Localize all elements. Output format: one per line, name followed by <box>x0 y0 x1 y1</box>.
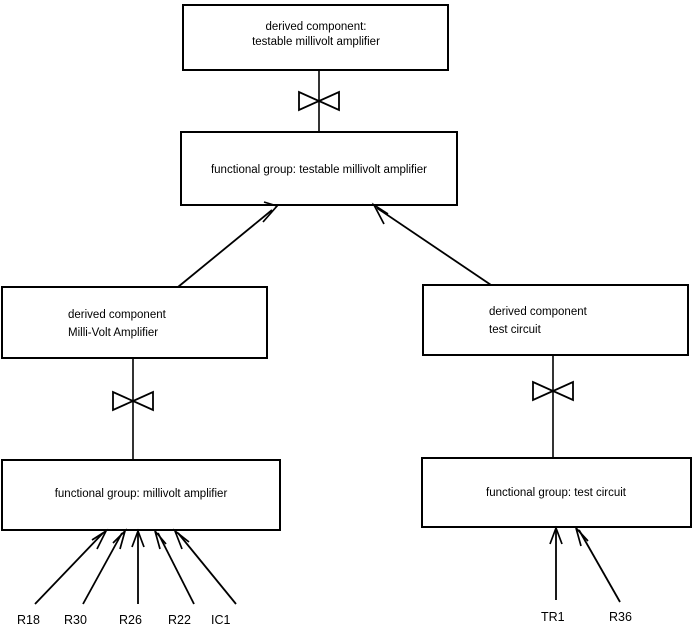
top-derived-component-label-line2: testable millivolt amplifier <box>252 36 380 48</box>
right-derived-component-label-line1: derived component <box>489 306 588 318</box>
leaf-arrow-r22-line <box>157 532 195 605</box>
leaf-label-tr1: TR1 <box>541 610 565 624</box>
connector-top-refinement <box>298 70 340 132</box>
leaf-label-r36: R36 <box>609 610 632 624</box>
arrow-right-derived-line <box>376 207 495 288</box>
arrow-left-derived-head-icon <box>262 201 279 223</box>
leaf-label-r18: R18 <box>17 613 40 627</box>
right-derived-component-label-line2: test circuit <box>489 324 542 336</box>
leaf-label-ic1: IC1 <box>211 613 231 627</box>
leaf-arrow-r18-head-icon <box>91 528 109 550</box>
node-right-functional-group[interactable]: functional group: test circuit <box>421 457 692 528</box>
right-bowtie-left-triangle-icon <box>532 380 556 402</box>
left-functional-group-box[interactable] <box>1 459 281 531</box>
top-bowtie-left-triangle-icon <box>298 90 322 112</box>
top-bowtie-right-triangle-icon <box>316 90 340 112</box>
top-functional-group-label: functional group: testable millivolt amp… <box>211 164 427 176</box>
leaf-arrow-r30-head-icon <box>112 528 127 550</box>
arrow-left-derived-line <box>177 209 273 288</box>
node-left-derived-component[interactable]: derived component Milli-Volt Amplifier <box>1 286 268 359</box>
top-functional-group-box[interactable] <box>180 131 458 206</box>
leaf-label-r30: R30 <box>64 613 87 627</box>
arrow-left-derived-to-top-group <box>177 201 279 288</box>
leaf-arrow-tr1 <box>549 525 563 600</box>
right-derived-component-box[interactable] <box>422 284 689 356</box>
arrow-right-derived-to-top-group <box>371 202 495 288</box>
leaf-arrow-ic1-head-icon <box>173 528 190 550</box>
leaf-arrow-r26 <box>131 528 145 604</box>
left-derived-component-label-line2: Milli-Volt Amplifier <box>68 327 158 339</box>
leaf-arrow-r22 <box>154 530 195 605</box>
leaf-arrow-r36-head-icon <box>575 527 589 547</box>
connector-right-refinement <box>532 355 574 458</box>
leaf-arrow-ic1 <box>173 528 237 605</box>
left-bowtie-left-triangle-icon <box>112 390 136 412</box>
left-bowtie-right-triangle-icon <box>130 390 154 412</box>
right-functional-group-label: functional group: test circuit <box>486 487 627 499</box>
leaf-label-r22: R22 <box>168 613 191 627</box>
node-left-functional-group[interactable]: functional group: millivolt amplifier <box>1 459 281 531</box>
node-top-functional-group[interactable]: functional group: testable millivolt amp… <box>180 131 458 206</box>
node-top-derived-component[interactable]: derived component: testable millivolt am… <box>182 4 449 71</box>
leaf-arrow-r18 <box>34 528 109 605</box>
leaf-arrow-r36-line <box>578 529 621 603</box>
leaf-label-r26: R26 <box>119 613 142 627</box>
node-right-derived-component[interactable]: derived component test circuit <box>422 284 689 356</box>
connector-left-refinement <box>112 358 154 460</box>
arrow-right-derived-head-icon <box>371 202 389 225</box>
right-bowtie-right-triangle-icon <box>550 380 574 402</box>
top-derived-component-box[interactable] <box>182 4 449 71</box>
leaf-arrows-right-group: TR1 R36 <box>541 525 632 624</box>
leaf-arrow-r30 <box>82 528 127 605</box>
leaf-arrow-r18-line <box>34 532 104 605</box>
leaf-arrow-r26-head-icon <box>131 528 145 548</box>
leaf-arrows-left-group: R18 R30 R26 R22 IC1 <box>17 528 237 627</box>
right-functional-group-box[interactable] <box>421 457 692 528</box>
leaf-arrow-ic1-line <box>177 532 237 605</box>
left-derived-component-box[interactable] <box>1 286 268 359</box>
leaf-arrow-tr1-head-icon <box>549 525 563 545</box>
left-derived-component-label-line1: derived component <box>68 309 167 321</box>
top-derived-component-label-line1: derived component: <box>265 21 366 33</box>
leaf-arrow-r22-head-icon <box>154 530 167 550</box>
left-functional-group-label: functional group: millivolt amplifier <box>55 488 228 500</box>
leaf-arrow-r36 <box>575 527 621 603</box>
leaf-arrow-r30-line <box>82 532 123 605</box>
